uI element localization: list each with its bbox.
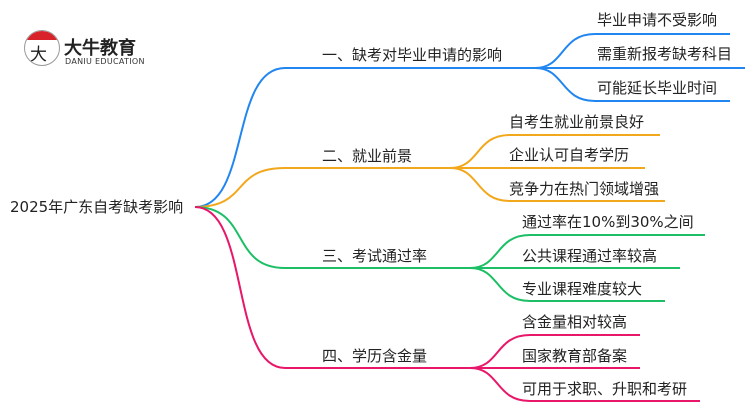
logo-mark: 大牛	[24, 30, 60, 66]
leaf-connector-3-3	[469, 267, 665, 302]
logo-name: 大牛教育	[64, 38, 136, 59]
leaf-connector-4-3	[469, 367, 700, 402]
leaf-connector-2-1	[449, 134, 660, 169]
leaf-4-3[interactable]: 可用于求职、升职和考研	[522, 380, 688, 398]
leaf-connector-2-3	[449, 167, 665, 202]
branch-connector-2	[194, 167, 450, 208]
leaf-4-2[interactable]: 国家教育部备案	[522, 347, 628, 365]
branch-connector-1	[194, 67, 535, 208]
branch-3[interactable]: 三、考试通过率	[322, 247, 428, 265]
leaf-1-2[interactable]: 需重新报考缺考科目	[597, 45, 733, 63]
leaf-3-2[interactable]: 公共课程通过率较高	[522, 247, 658, 265]
leaf-4-1[interactable]: 含金量相对较高	[522, 313, 628, 331]
root-node[interactable]: 2025年广东自考缺考影响	[10, 198, 184, 216]
branch-connector-4	[194, 206, 470, 369]
leaf-2-2[interactable]: 企业认可自考学历	[509, 146, 630, 164]
leaf-2-3[interactable]: 竞争力在热门领域增强	[509, 180, 660, 198]
leaf-3-1[interactable]: 通过率在10%到30%之间	[522, 213, 694, 231]
leaf-connector-1-1	[534, 33, 730, 69]
leaf-1-3[interactable]: 可能延长毕业时间	[597, 79, 718, 97]
branch-2[interactable]: 二、就业前景	[322, 147, 413, 165]
leaf-connector-4-1	[469, 334, 640, 369]
leaf-1-1[interactable]: 毕业申请不受影响	[597, 11, 718, 29]
branch-4[interactable]: 四、学历含金量	[322, 347, 428, 365]
leaf-2-1[interactable]: 自考生就业前景良好	[509, 113, 645, 131]
leaf-connector-3-1	[469, 234, 705, 269]
leaf-connector-1-3	[534, 67, 730, 102]
branch-1[interactable]: 一、缺考对毕业申请的影响	[322, 46, 503, 64]
logo-subtitle: DANIU EDUCATION	[65, 57, 145, 66]
leaf-3-3[interactable]: 专业课程难度较大	[522, 280, 643, 298]
branch-connector-3	[194, 206, 470, 269]
logo: 大牛 大牛教育 DANIU EDUCATION	[22, 28, 172, 72]
